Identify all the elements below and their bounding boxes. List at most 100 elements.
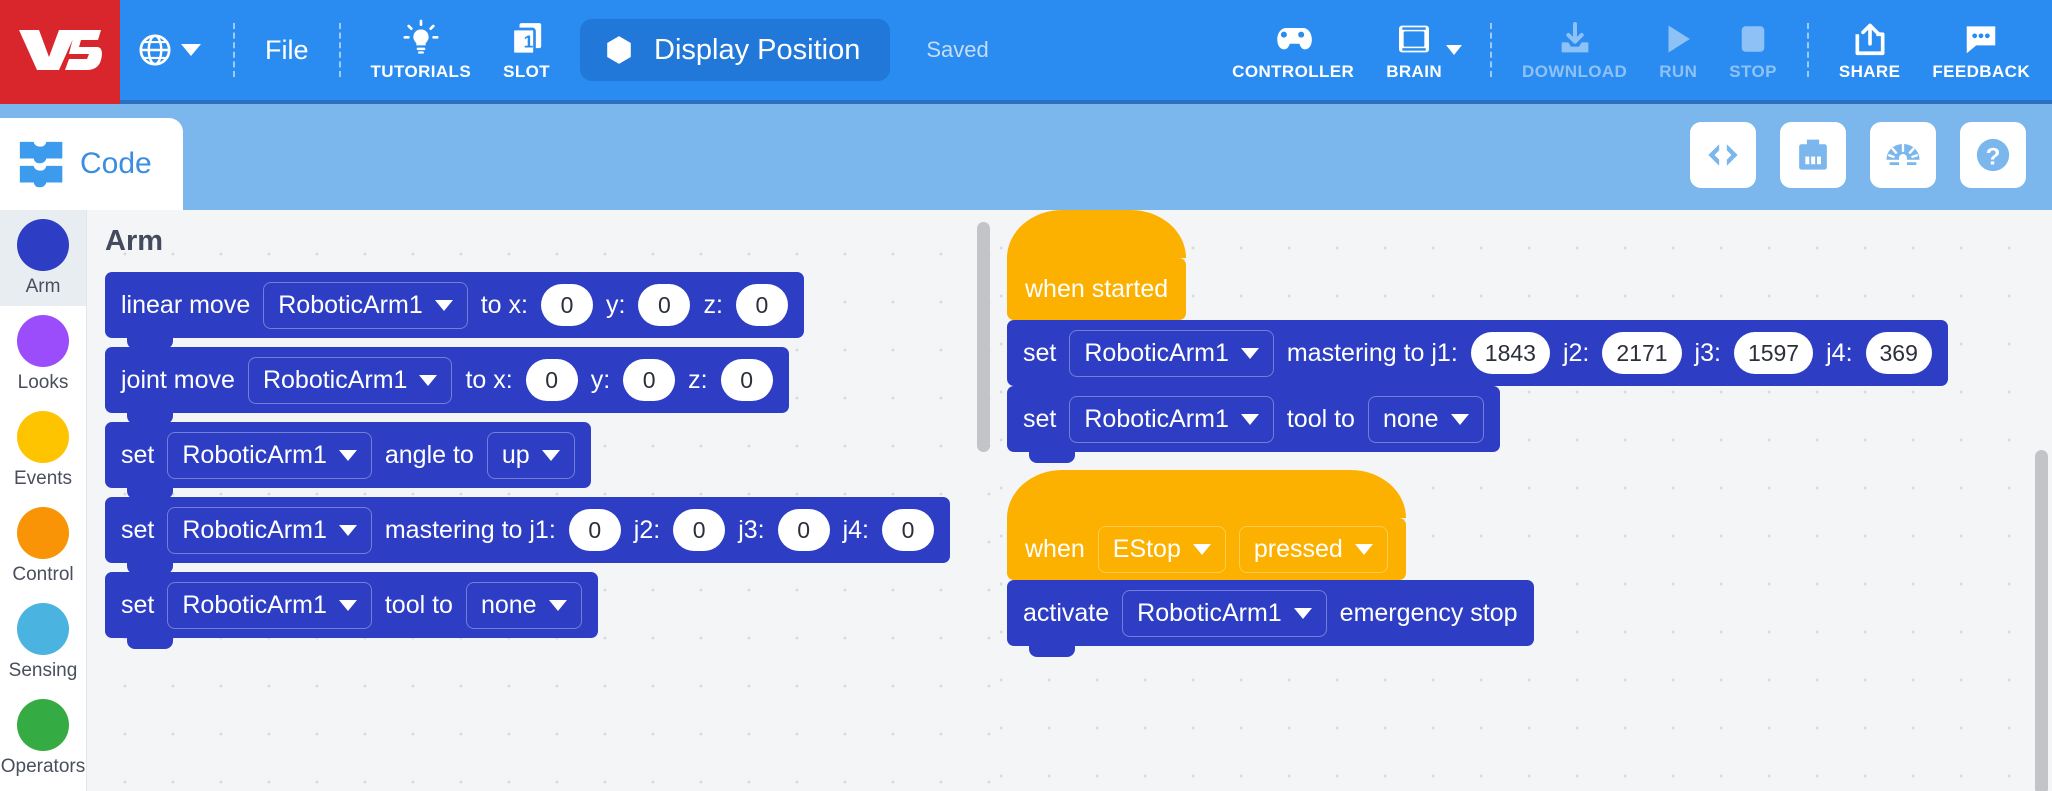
stop-button[interactable]: STOP: [1713, 0, 1793, 100]
category-looks[interactable]: Looks: [0, 306, 86, 402]
category-color-dot: [17, 698, 69, 751]
block-label: tool to: [384, 590, 453, 619]
block-number-input[interactable]: 0: [623, 359, 676, 401]
block-label: j2:: [633, 515, 661, 544]
block-label: angle to: [384, 440, 474, 469]
block-label: j3:: [738, 515, 765, 544]
block-number-input[interactable]: 0: [638, 284, 691, 326]
chevron-down-icon: [1240, 347, 1259, 359]
device-info-button[interactable]: [1780, 122, 1846, 188]
block-label: set: [121, 515, 155, 544]
block-dropdown-value: RoboticArm1: [1084, 338, 1229, 367]
view-code-button[interactable]: [1690, 122, 1756, 188]
canvas-scrollbar[interactable]: [2035, 450, 2048, 791]
block-dropdown[interactable]: RoboticArm1: [1069, 329, 1274, 377]
block-dropdown[interactable]: up: [486, 431, 575, 479]
block-dropdown[interactable]: none: [465, 581, 582, 629]
block-dropdown[interactable]: RoboticArm1: [167, 506, 372, 554]
tab-code[interactable]: Code: [0, 118, 183, 210]
block-dropdown[interactable]: RoboticArm1: [167, 581, 372, 629]
category-sensing[interactable]: Sensing: [0, 594, 86, 690]
block-number-input[interactable]: 0: [735, 284, 788, 326]
block-label: set: [121, 590, 155, 619]
category-arm[interactable]: Arm: [0, 210, 86, 306]
block-dropdown-value: RoboticArm1: [1084, 404, 1229, 433]
block-number-input[interactable]: 0: [525, 359, 578, 401]
palette-block-set-tool[interactable]: set RoboticArm1 tool to none: [105, 572, 598, 649]
palette-scrollbar[interactable]: [977, 222, 990, 452]
globe-icon: [139, 34, 171, 66]
block-dropdown-value: pressed: [1253, 534, 1343, 563]
block-number-input[interactable]: 0: [777, 509, 830, 551]
dashboard-button[interactable]: [1870, 122, 1936, 188]
v5-logo: [0, 0, 120, 100]
chevron-down-icon: [419, 374, 438, 386]
slot-selector[interactable]: 1 SLOT: [487, 0, 566, 100]
block-dropdown-value: up: [501, 440, 530, 469]
block-number-input[interactable]: 369: [1865, 332, 1932, 374]
hat-block-script-when-started[interactable]: when started: [1007, 210, 1187, 331]
svg-text:?: ?: [1986, 144, 2001, 171]
chevron-down-icon: [541, 449, 560, 461]
block-number-input[interactable]: 0: [540, 284, 593, 326]
brain-dropdown-button[interactable]: [1446, 0, 1476, 100]
hat-block-body: when started: [1007, 258, 1187, 331]
block-dropdown[interactable]: pressed: [1238, 525, 1388, 573]
block-number-input[interactable]: 0: [882, 509, 934, 551]
block-number-input[interactable]: 0: [568, 509, 621, 551]
block-dropdown[interactable]: none: [1367, 395, 1484, 443]
category-color-dot: [17, 506, 69, 559]
chevron-down-icon: [1192, 543, 1211, 555]
category-label: Arm: [25, 275, 61, 297]
block-dropdown[interactable]: EStop: [1097, 525, 1226, 573]
download-label: DOWNLOAD: [1522, 62, 1628, 81]
block-label: set: [1023, 404, 1057, 433]
category-control[interactable]: Control: [0, 498, 86, 594]
category-events[interactable]: Events: [0, 402, 86, 498]
block-label: y:: [590, 365, 611, 394]
block-label: linear move: [121, 290, 251, 319]
download-button[interactable]: DOWNLOAD: [1506, 0, 1643, 100]
block-number-input[interactable]: 0: [673, 509, 726, 551]
category-label: Sensing: [8, 659, 78, 681]
block-dropdown[interactable]: RoboticArm1: [247, 356, 453, 404]
controller-button[interactable]: CONTROLLER: [1216, 0, 1370, 100]
block-number-input[interactable]: 2171: [1602, 332, 1682, 374]
project-name-field[interactable]: Display Position: [580, 19, 891, 81]
category-label: Control: [12, 563, 74, 585]
run-button[interactable]: RUN: [1643, 0, 1713, 100]
block-notch: [1029, 320, 1075, 330]
gamepad-icon: [1271, 18, 1315, 60]
chevron-down-icon: [338, 449, 357, 461]
chevron-down-icon: [434, 299, 453, 311]
block-dropdown[interactable]: RoboticArm1: [1069, 395, 1274, 443]
block-label: j4:: [1826, 338, 1853, 367]
block-label: mastering to j1:: [1286, 338, 1458, 367]
category-operators[interactable]: Operators: [0, 690, 86, 786]
block-dropdown[interactable]: RoboticArm1: [167, 431, 372, 479]
block-number-input[interactable]: 1843: [1470, 332, 1550, 374]
tutorials-button[interactable]: TUTORIALS: [355, 0, 488, 100]
feedback-button[interactable]: FEEDBACK: [1916, 0, 2052, 100]
top-toolbar: File TUTORIALS 1: [0, 0, 2052, 100]
language-selector[interactable]: [120, 0, 219, 100]
help-button[interactable]: ?: [1960, 122, 2026, 188]
file-menu-button[interactable]: File: [249, 0, 325, 100]
block-number-input[interactable]: 0: [720, 359, 773, 401]
block-number-input[interactable]: 1597: [1733, 332, 1814, 374]
block-dropdown[interactable]: RoboticArm1: [263, 281, 468, 329]
block-dropdown[interactable]: RoboticArm1: [1122, 589, 1327, 637]
brain-button[interactable]: BRAIN: [1370, 0, 1446, 100]
share-button[interactable]: SHARE: [1823, 0, 1917, 100]
share-label: SHARE: [1838, 62, 1901, 81]
hexagon-icon: [607, 36, 631, 64]
